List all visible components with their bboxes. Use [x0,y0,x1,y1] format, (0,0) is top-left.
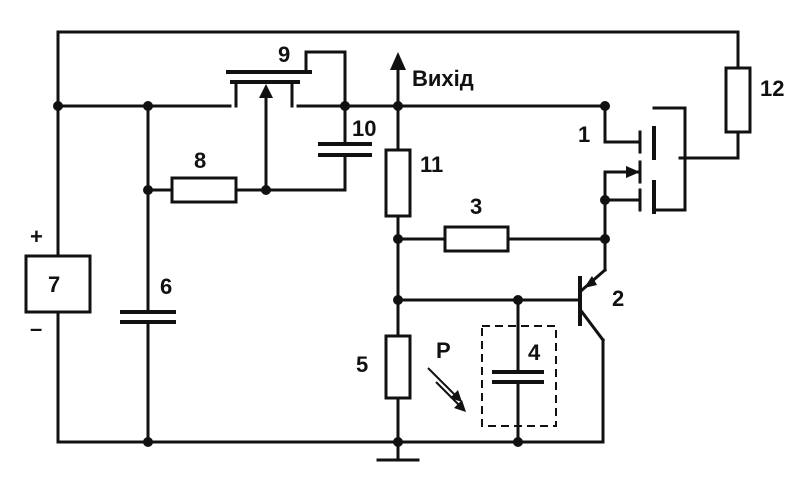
transistor-2: 2 [578,267,624,343]
photo-capacitor-4: 4 [481,325,557,427]
light-label: P [436,338,451,363]
label-7: 7 [48,272,60,297]
label-6: 6 [160,274,172,299]
label-11: 11 [420,152,443,177]
resistor-11: 11 [384,148,443,218]
capacitor-6: 6 [120,274,176,324]
label-2: 2 [612,286,624,311]
light-arrows: P [427,338,466,412]
label-8: 8 [194,148,206,173]
label-3: 3 [470,194,482,219]
resistor-8: 8 [170,148,238,204]
polarity-plus: + [30,224,43,249]
label-5: 5 [356,352,368,377]
resistor-3: 3 [443,194,510,253]
output-terminal: Вихід [390,52,474,91]
resistor-12: 12 [724,66,784,134]
transistor-9: 9 [226,42,312,108]
polarity-minus: – [30,316,42,341]
output-label: Вихід [412,66,474,91]
capacitor-10: 10 [318,116,376,157]
label-1: 1 [578,122,590,147]
label-4: 4 [528,340,541,365]
transistor-1: 1 [578,122,656,214]
junction-dots [53,101,610,447]
resistor-5: 5 [356,334,412,400]
battery-7: 7 + – [24,224,92,341]
label-9: 9 [278,42,290,67]
label-10: 10 [352,116,376,141]
label-12: 12 [760,76,784,101]
